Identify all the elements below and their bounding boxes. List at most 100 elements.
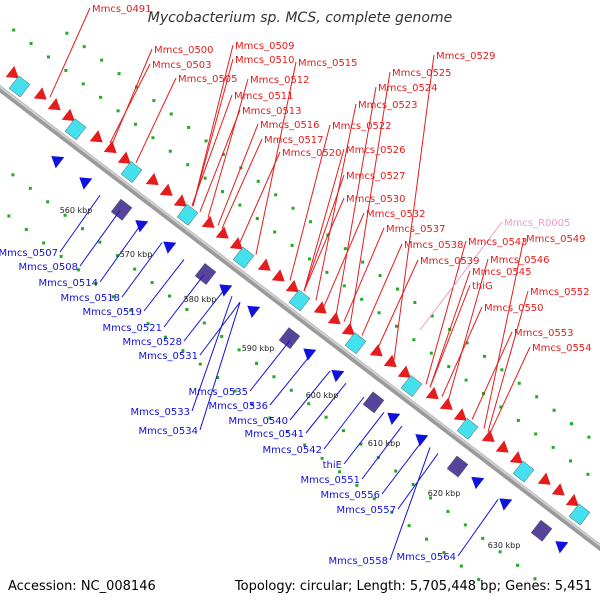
gene-label: Mmcs_0513: [242, 106, 302, 117]
forward-gene-arrow: [439, 397, 453, 410]
tick-dot: [42, 241, 46, 245]
forward-gene-box: [512, 460, 535, 483]
kbp-tick-label: 630 kbp: [488, 541, 521, 550]
tick-dot: [325, 270, 329, 274]
gene-label: Mmcs_0543: [468, 237, 528, 248]
gene-label: Mmcs_0545: [472, 267, 532, 278]
leader-line: [361, 425, 403, 480]
leader-line: [381, 441, 423, 495]
genes-layer: [5, 65, 591, 554]
forward-gene-arrow: [271, 269, 285, 282]
backbone-shadow: [0, 85, 600, 552]
forward-gene-arrow: [229, 237, 243, 250]
tick-dot: [303, 443, 307, 447]
tick-dot: [220, 334, 224, 338]
tick-dot: [499, 405, 503, 409]
tick-dot: [361, 260, 365, 264]
tick-dot: [425, 537, 429, 541]
gene-label: Mmcs_0519: [82, 307, 142, 318]
tick-dot: [76, 268, 80, 272]
forward-gene-arrow: [453, 408, 467, 421]
reverse-gene-arrow: [247, 305, 261, 319]
forward-gene-arrow: [159, 183, 173, 196]
gene-label: Mmcs_0521: [102, 323, 162, 334]
gene-label: Mmcs_0523: [358, 100, 418, 111]
leader-line: [303, 148, 345, 292]
topology-text: Topology: circular; Length: 5,705,448 bp…: [234, 579, 592, 594]
forward-gene-arrow: [89, 130, 103, 143]
forward-gene-arrow: [173, 194, 187, 207]
gene-label: Mmcs_0531: [138, 351, 198, 362]
leader-line: [349, 71, 391, 327]
leader-line: [457, 499, 499, 557]
gene-label: Mmcs_0515: [298, 58, 358, 69]
reverse-gene-arrow: [135, 220, 149, 233]
tick-dot: [285, 429, 289, 433]
reverse-gene-arrow: [51, 155, 65, 169]
forward-gene-arrow: [47, 98, 61, 111]
tick-dot: [308, 220, 312, 224]
reverse-gene-box: [530, 519, 553, 542]
tick-dot: [307, 402, 311, 406]
gene-label: Mmcs_0509: [235, 41, 295, 52]
tick-dot: [111, 295, 115, 299]
tick-dot: [569, 422, 573, 426]
leader-line: [429, 270, 471, 388]
gene-label: Mmcs_0533: [130, 407, 190, 418]
gene-label: Mmcs_0542: [262, 445, 322, 456]
forward-gene-arrow: [117, 151, 131, 164]
gene-label: Mmcs_0541: [244, 429, 304, 440]
tick-dot: [81, 82, 85, 86]
tick-dot: [59, 254, 63, 258]
leader-line: [109, 63, 151, 144]
tick-dot: [274, 193, 278, 197]
forward-gene-box: [64, 118, 87, 141]
reverse-gene-box: [194, 262, 217, 285]
tick-dot: [552, 408, 556, 412]
tick-dot: [168, 294, 172, 298]
page-title: Mycobacterium sp. MCS, complete genome: [147, 10, 453, 26]
leader-line: [425, 240, 467, 385]
tick-dot: [395, 324, 399, 328]
gene-label: Mmcs_0511: [234, 91, 294, 102]
gene-label: Mmcs_0549: [526, 234, 586, 245]
gene-label: Mmcs_0539: [420, 256, 480, 267]
tick-dot: [152, 99, 156, 103]
kbp-tick-label: 580 kbp: [184, 295, 217, 304]
leader-line: [207, 78, 249, 218]
kbp-tick-label: 560 kbp: [60, 206, 93, 215]
gene-label: Mmcs_0552: [530, 287, 590, 298]
gene-label: Mmcs_0537: [386, 224, 446, 235]
gene-label: Mmcs_0491: [92, 4, 152, 15]
tick-dot: [198, 362, 202, 366]
leader-line: [192, 58, 234, 207]
gene-label: Mmcs_0528: [122, 337, 182, 348]
tick-dot: [29, 41, 33, 45]
tick-dot: [372, 497, 376, 501]
tick-dot: [24, 227, 28, 231]
gene-label: Mmcs_0505: [178, 74, 238, 85]
tick-dot: [220, 190, 224, 194]
tick-dot: [98, 240, 102, 244]
tick-dot: [395, 287, 399, 291]
reverse-gene-arrow: [303, 348, 317, 361]
reverse-gene-arrow: [163, 241, 177, 254]
kbp-tick-label: 570 kbp: [120, 250, 153, 259]
leader-line: [191, 295, 233, 412]
leader-line: [343, 411, 385, 465]
gene-label: Mmcs_0522: [332, 121, 392, 132]
leader-line: [303, 197, 345, 292]
gene-label: Mmcs_0517: [264, 135, 324, 146]
leader-line: [199, 109, 241, 212]
gene-label: Mmcs_0512: [250, 75, 310, 86]
leader-line: [361, 243, 403, 336]
tick-dot: [7, 214, 11, 218]
gene-label: Mmcs_0507: [0, 248, 58, 259]
tick-dot: [256, 179, 260, 183]
tick-dot: [117, 72, 121, 76]
leader-line: [217, 123, 259, 226]
tick-dot: [291, 206, 295, 210]
forward-gene-box: [176, 203, 199, 226]
gene-label: Mmcs_0550: [484, 303, 544, 314]
